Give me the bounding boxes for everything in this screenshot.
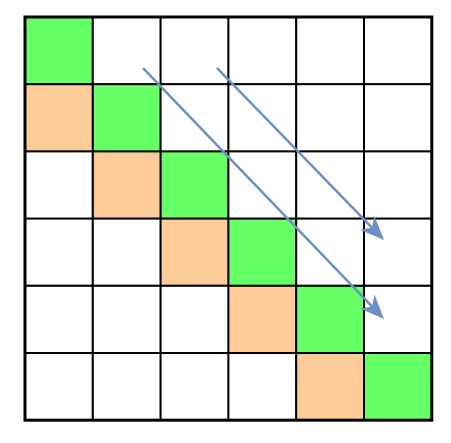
grid-cell-white (159, 284, 230, 354)
lower-diagonal-arrow (142, 67, 384, 319)
grid-border (23, 15, 434, 422)
arrow-head (360, 215, 384, 240)
grid-cell-white (159, 83, 230, 153)
grid-cell-white (363, 83, 433, 153)
grid-cell-white (91, 284, 162, 354)
grid-cell-white (363, 16, 433, 86)
grid-cell-white (227, 16, 298, 86)
diagonal-arrows (142, 67, 384, 319)
grid-cell-white (363, 284, 433, 354)
grid-cell-white (91, 16, 162, 86)
grid-cell-white (24, 284, 94, 354)
grid-cell-green (295, 284, 366, 354)
grid-cell-white (295, 16, 366, 86)
upper-diagonal-arrow (216, 67, 384, 240)
arrow-head (360, 294, 384, 319)
grid-cell-orange (227, 284, 298, 354)
grid-cell-green (91, 83, 162, 153)
grid-cell-white (24, 217, 94, 287)
grid-cell-white (91, 352, 162, 422)
grid-cell-green (227, 217, 298, 287)
grid-cell-white (363, 150, 433, 220)
grid-cell-orange (91, 150, 162, 220)
grid-cell-white (227, 352, 298, 422)
grid-cell-green (24, 16, 94, 86)
grid-cells (23, 15, 434, 422)
grid-cell-white (227, 83, 298, 153)
grid-cell-orange (24, 83, 94, 153)
grid-cell-orange (295, 352, 366, 422)
arrow-shaft (216, 67, 373, 229)
grid-cell-green (159, 150, 230, 220)
grid-cell-white (159, 16, 230, 86)
grid-cell-green (363, 352, 433, 422)
grid-cell-orange (159, 217, 230, 287)
grid-cell-white (227, 150, 298, 220)
grid-cell-white (24, 150, 94, 220)
grid-cell-white (91, 217, 162, 287)
grid-cell-white (24, 352, 94, 422)
grid-cell-white (159, 352, 230, 422)
grid-cell-white (295, 83, 366, 153)
grid-cell-white (295, 217, 366, 287)
arrow-shaft (142, 67, 373, 308)
